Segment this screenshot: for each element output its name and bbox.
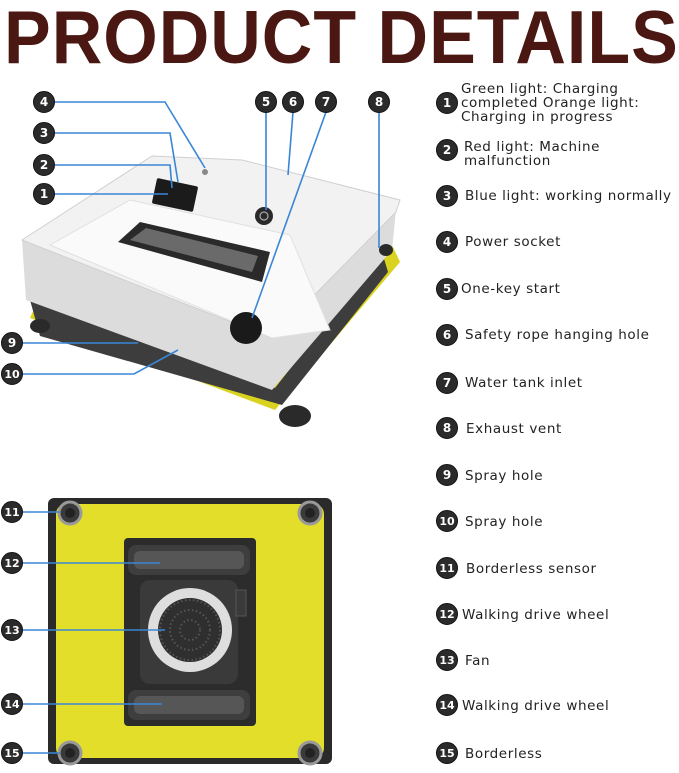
start-button bbox=[255, 207, 273, 225]
legend-text: malfunction bbox=[464, 153, 551, 169]
legend-text: Safety rope hanging hole bbox=[465, 327, 650, 343]
legend-text: Spray hole bbox=[465, 514, 544, 530]
legend-badge: 15 bbox=[436, 742, 458, 764]
legend-text: Fan bbox=[465, 653, 491, 669]
legend-badge: 4 bbox=[436, 231, 458, 253]
legend-badge: 8 bbox=[436, 417, 458, 439]
callout-badge-10: 10 bbox=[1, 363, 23, 385]
legend-badge: 6 bbox=[436, 324, 458, 346]
legend-text: Power socket bbox=[465, 234, 561, 250]
legend-badge: 2 bbox=[436, 139, 458, 161]
legend-text: Walking drive wheel bbox=[462, 607, 610, 623]
callout-badge-4: 4 bbox=[33, 91, 55, 113]
callout-badge-1: 1 bbox=[33, 183, 55, 205]
callout-badge-11: 11 bbox=[1, 501, 23, 523]
legend-text: Walking drive wheel bbox=[462, 698, 610, 714]
robot-base-strip bbox=[30, 252, 388, 405]
legend-badge: 5 bbox=[436, 278, 458, 300]
legend-text: Blue light: working normally bbox=[465, 188, 672, 204]
callout-badge-9: 9 bbox=[1, 332, 23, 354]
callout-badge-7: 7 bbox=[315, 91, 337, 113]
legend-text: Red light: Machine bbox=[464, 139, 601, 155]
callout-badge-6: 6 bbox=[282, 91, 304, 113]
legend-badge: 3 bbox=[436, 185, 458, 207]
callout-badge-12: 12 bbox=[1, 552, 23, 574]
legend-text: Borderless bbox=[465, 746, 543, 762]
legend-text: completed Orange light: bbox=[461, 95, 640, 111]
legend-badge: 11 bbox=[436, 557, 458, 579]
callout-badge-15: 15 bbox=[1, 742, 23, 764]
robot-underside-illustration bbox=[48, 498, 332, 766]
page-title: PRODUCT DETAILS bbox=[4, 0, 679, 80]
legend-text: Exhaust vent bbox=[466, 421, 562, 437]
legend-item-1: 1 Green light: Charging completed Orange… bbox=[436, 82, 679, 126]
legend-badge: 1 bbox=[436, 92, 458, 114]
legend-badge: 13 bbox=[436, 649, 458, 671]
legend-badge: 10 bbox=[436, 510, 458, 532]
callout-badge-2: 2 bbox=[33, 154, 55, 176]
legend-text: Borderless sensor bbox=[466, 561, 597, 577]
legend-badge: 7 bbox=[436, 372, 458, 394]
callout-badge-8: 8 bbox=[368, 91, 390, 113]
robot-body-side bbox=[22, 210, 396, 390]
display-panel bbox=[152, 178, 198, 212]
legend-text: Green light: Charging bbox=[461, 81, 619, 97]
legend-text: One-key start bbox=[461, 281, 561, 297]
legend-badge: 9 bbox=[436, 464, 458, 486]
callout-badge-3: 3 bbox=[33, 122, 55, 144]
callout-badge-13: 13 bbox=[1, 619, 23, 641]
water-tank-inlet bbox=[230, 312, 262, 344]
legend-text: Charging in progress bbox=[461, 109, 614, 125]
callout-badge-5: 5 bbox=[255, 91, 277, 113]
power-socket bbox=[202, 169, 208, 175]
legend-item-2: 2 Red light: Machine malfunction bbox=[436, 139, 679, 169]
legend-text: Spray hole bbox=[465, 468, 544, 484]
callout-badge-14: 14 bbox=[1, 693, 23, 715]
legend-badge: 12 bbox=[436, 603, 458, 625]
legend-text: Water tank inlet bbox=[465, 375, 583, 391]
legend-badge: 14 bbox=[436, 694, 458, 716]
